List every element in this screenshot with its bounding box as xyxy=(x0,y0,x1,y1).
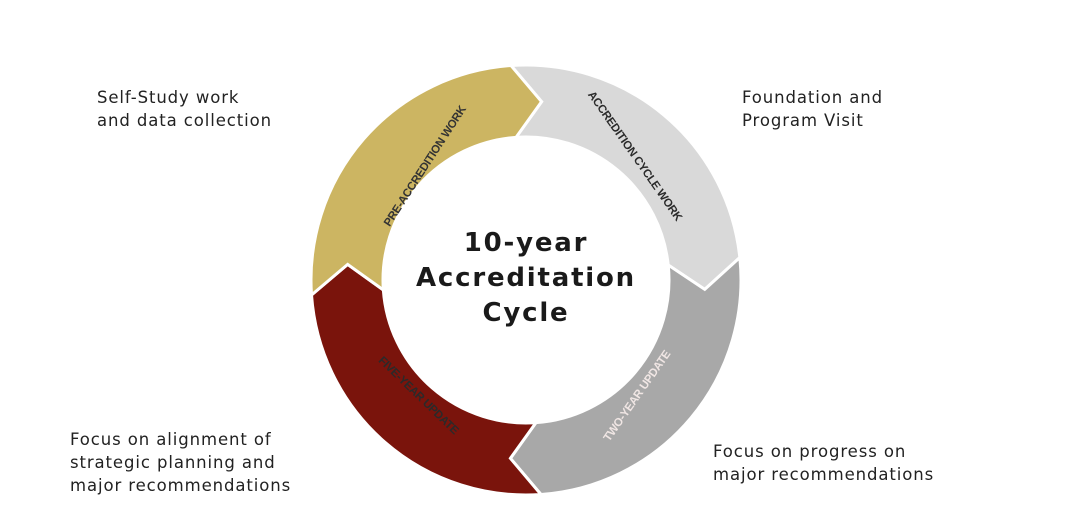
note-five-year: Focus on alignment of strategic planning… xyxy=(70,428,291,497)
title-line: Accreditation xyxy=(415,263,636,293)
diagram-title: 10-year Accreditation Cycle xyxy=(386,226,666,331)
note-line: Focus on alignment of xyxy=(70,430,272,449)
title-line: 10-year xyxy=(463,228,589,258)
segment-five-year xyxy=(309,63,544,299)
note-line: and data collection xyxy=(97,111,272,130)
note-line: major recommendations xyxy=(70,476,292,495)
note-accreditation-cycle: Foundation and Program Visit xyxy=(742,86,883,132)
note-line: Foundation and xyxy=(742,88,883,107)
note-line: Focus on progress on xyxy=(713,442,907,461)
note-line: Self-Study work xyxy=(97,88,240,107)
note-line: major recommendations xyxy=(713,465,935,484)
note-two-year: Focus on progress on major recommendatio… xyxy=(713,440,934,486)
note-pre-accreditation: Self-Study work and data collection xyxy=(97,86,272,132)
title-line: Cycle xyxy=(482,298,570,328)
note-line: Program Visit xyxy=(742,111,864,130)
note-line: strategic planning and xyxy=(70,453,276,472)
